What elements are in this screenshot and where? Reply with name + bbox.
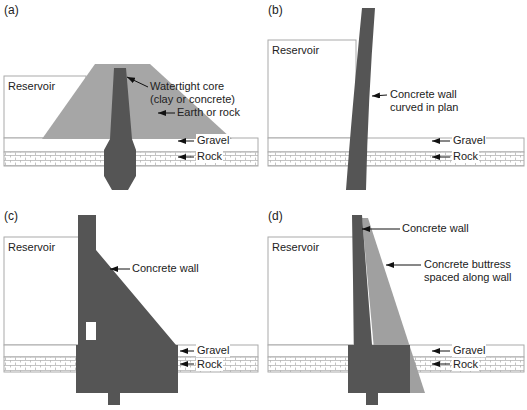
embankment-dam: [4, 64, 258, 190]
buttress-dam: [268, 215, 524, 405]
layer-label: Gravel: [196, 344, 230, 357]
part-label: Concrete wall: [402, 222, 469, 235]
part-label: Earth or rock: [177, 106, 240, 119]
panel-letter: (d): [268, 210, 283, 224]
region-label: Reservoir: [272, 44, 319, 57]
layer-label: Rock: [452, 358, 479, 371]
region-label: Reservoir: [8, 241, 55, 254]
panel-letter: (a): [4, 4, 19, 18]
part-label: Concrete wall: [132, 262, 199, 275]
layer-label: Rock: [452, 150, 479, 163]
panel-letter: (c): [4, 210, 18, 224]
gravity-dam: [4, 215, 258, 405]
region-label: Reservoir: [272, 241, 319, 254]
part-label: Watertight core (clay or concrete): [150, 80, 250, 105]
arch-dam: [268, 8, 524, 190]
layer-label: Rock: [196, 150, 223, 163]
part-label: Concrete wall curved in plan: [390, 88, 480, 113]
layer-label: Gravel: [452, 344, 486, 357]
part-label: Concrete buttress spaced along wall: [424, 258, 522, 283]
panel-letter: (b): [268, 4, 283, 18]
layer-label: Gravel: [196, 134, 230, 147]
layer-label: Rock: [196, 358, 223, 371]
region-label: Reservoir: [8, 80, 55, 93]
layer-label: Gravel: [452, 134, 486, 147]
